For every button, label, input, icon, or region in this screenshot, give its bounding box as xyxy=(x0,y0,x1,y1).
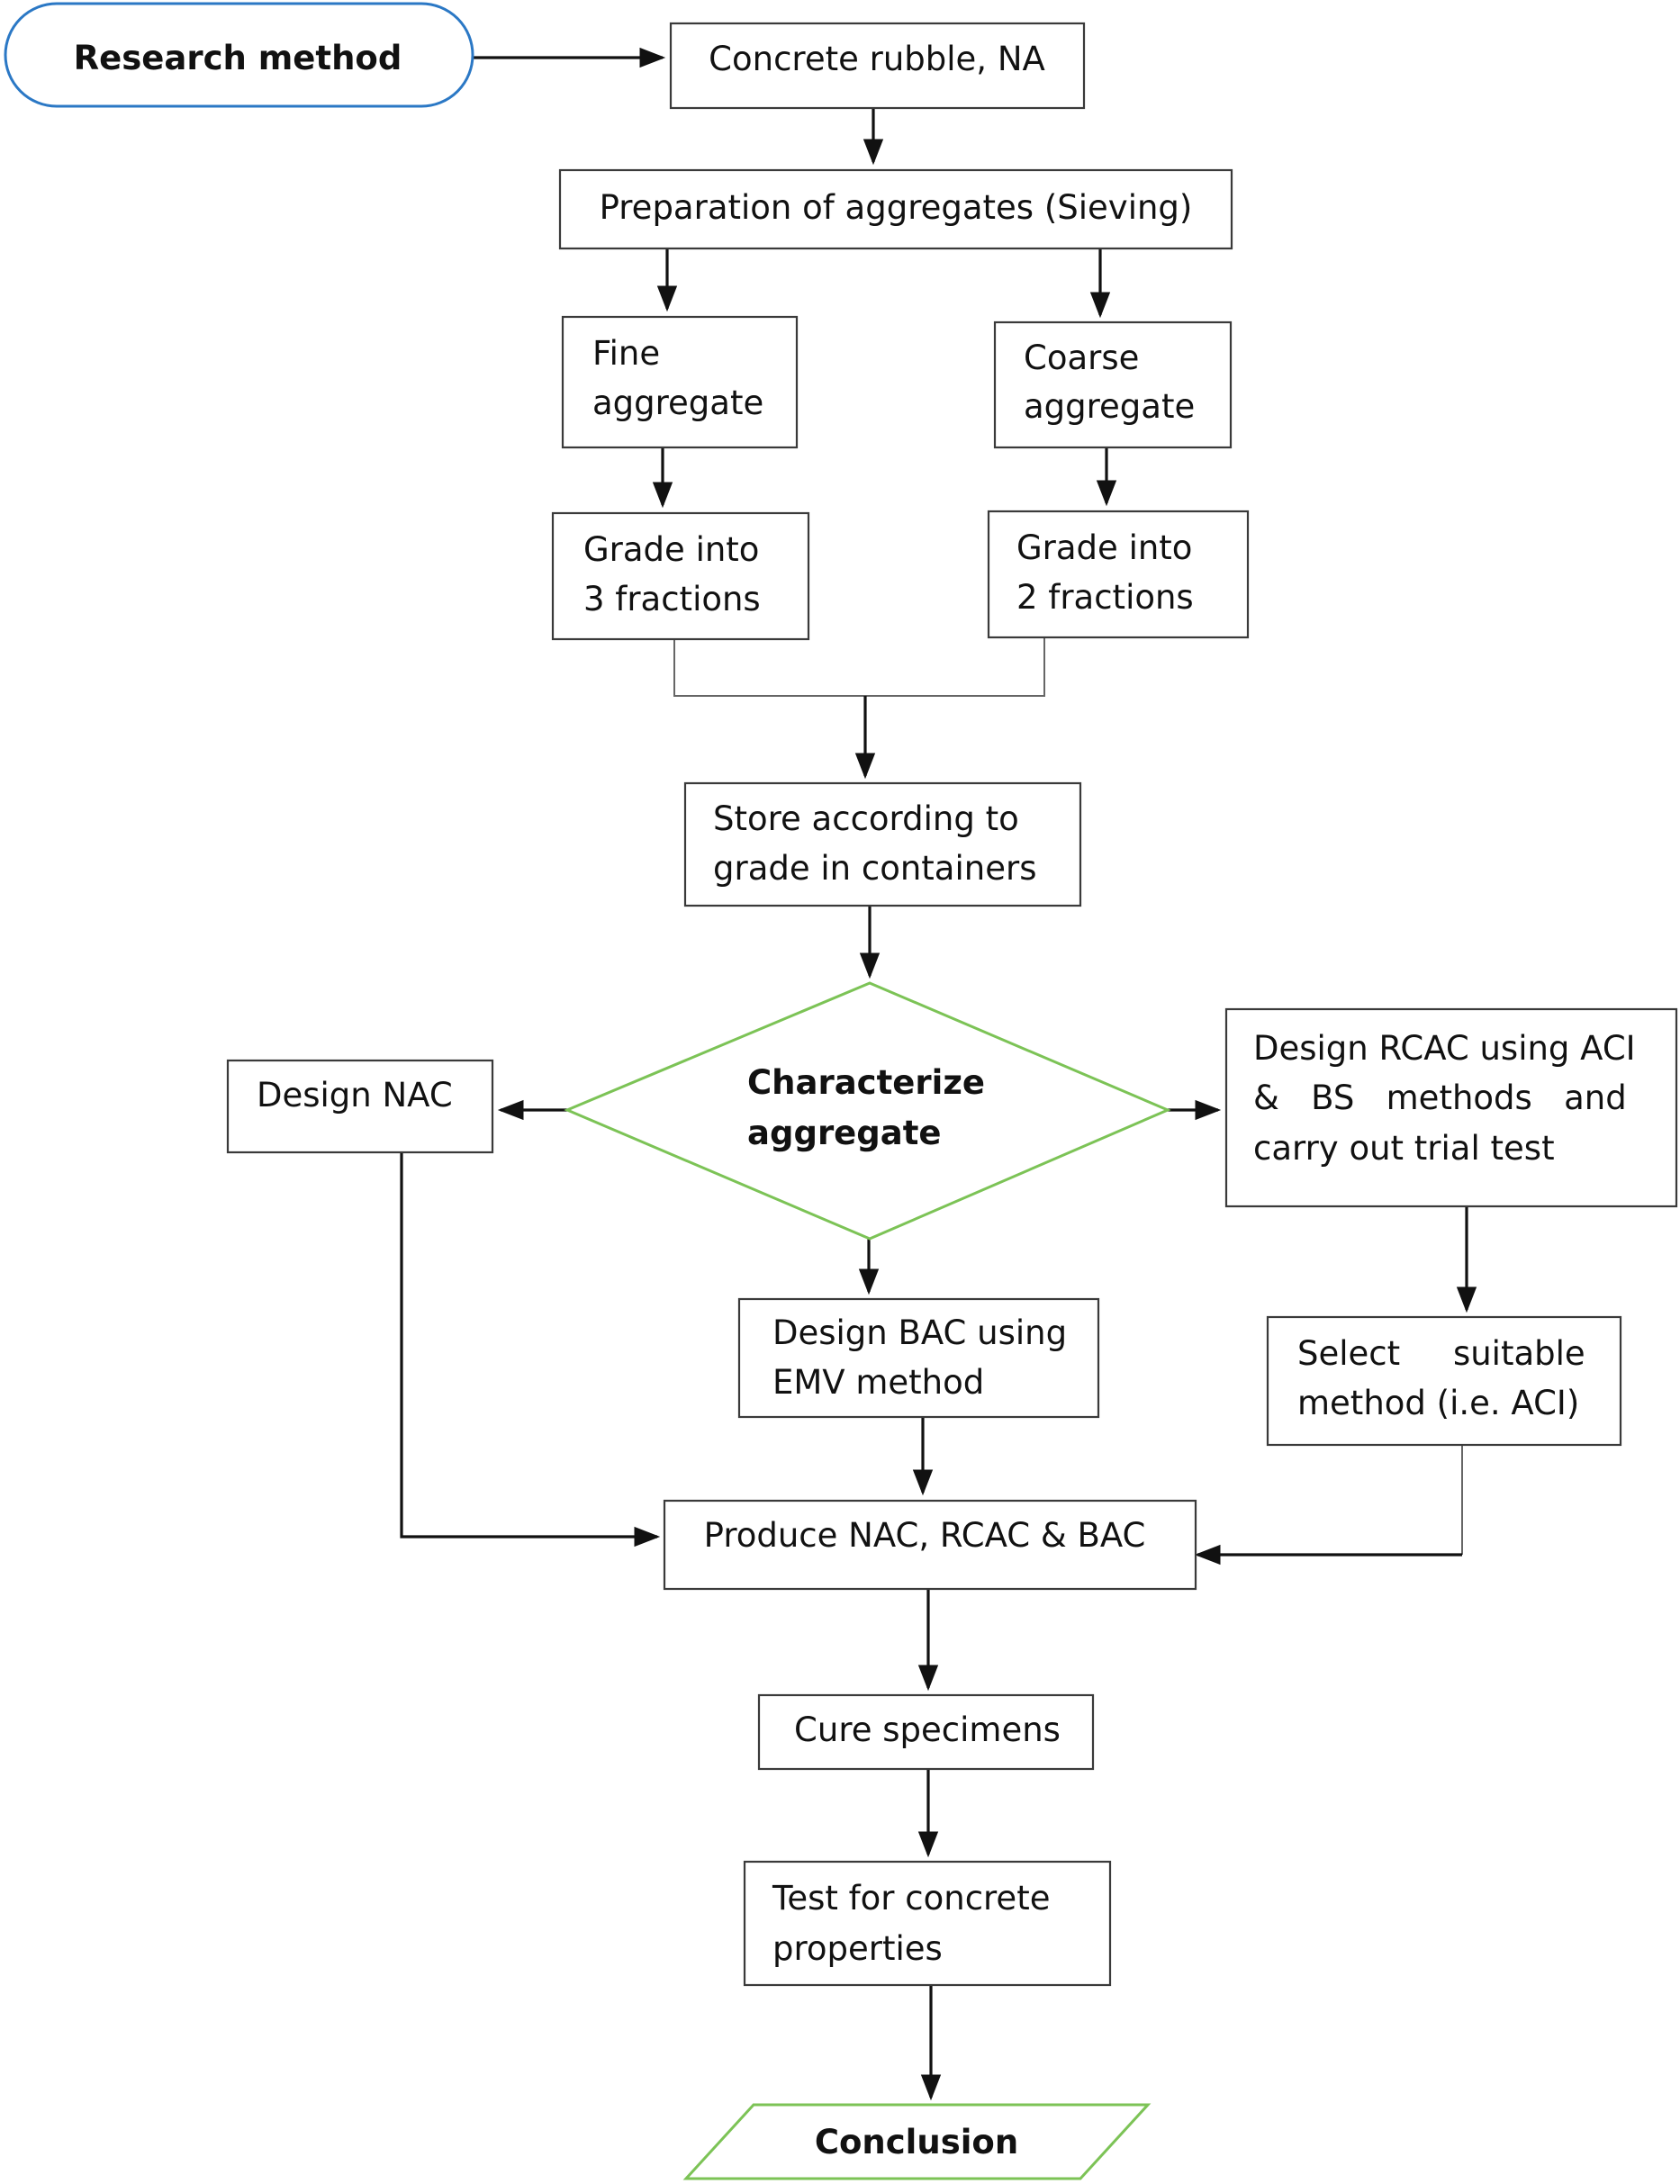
test-line-1: Test for concrete xyxy=(772,1879,1050,1918)
select-method-line-1: Select suitable xyxy=(1297,1334,1585,1373)
produce-label: Produce NAC, RCAC & BAC xyxy=(704,1516,1146,1555)
node-test: Test for concrete properties xyxy=(743,1860,1112,1987)
conclusion-label: Conclusion xyxy=(815,2123,1018,2161)
node-preparation: Preparation of aggregates (Sieving) xyxy=(558,168,1233,250)
node-characterize-aggregate: Characterize aggregate xyxy=(564,981,1171,1241)
node-research-method: Research method xyxy=(4,2,474,108)
concrete-rubble-label: Concrete rubble, NA xyxy=(709,40,1045,78)
store-line-1: Store according to xyxy=(713,799,1019,838)
design-bac-line-1: Design BAC using xyxy=(772,1313,1067,1352)
characterize-line-1: Characterize xyxy=(747,1063,985,1102)
grade-coarse-line-1: Grade into xyxy=(1016,528,1192,567)
node-design-nac: Design NAC xyxy=(226,1059,494,1154)
node-fine-aggregate: Fine aggregate xyxy=(561,315,799,449)
grade-coarse-line-2: 2 fractions xyxy=(1016,578,1194,617)
store-line-2: grade in containers xyxy=(713,849,1036,888)
fine-aggregate-line-2: aggregate xyxy=(592,384,763,422)
decision-diamond-shape xyxy=(564,981,1171,1241)
start-label: Research method xyxy=(74,39,402,77)
design-rcac-line-1: Design RCAC using ACI xyxy=(1253,1029,1636,1068)
select-method-line-2: method (i.e. ACI) xyxy=(1297,1384,1579,1422)
node-design-bac: Design BAC using EMV method xyxy=(737,1297,1100,1419)
node-coarse-aggregate: Coarse aggregate xyxy=(993,320,1233,449)
coarse-aggregate-line-1: Coarse xyxy=(1024,338,1139,377)
node-select-method: Select suitable method (i.e. ACI) xyxy=(1266,1315,1622,1447)
edge-grades-merge xyxy=(673,637,1045,697)
design-rcac-line-2: & BS methods and xyxy=(1253,1078,1627,1117)
grade-fine-line-1: Grade into xyxy=(583,530,759,569)
cure-label: Cure specimens xyxy=(794,1710,1061,1749)
grade-fine-line-2: 3 fractions xyxy=(583,580,761,618)
design-bac-line-2: EMV method xyxy=(772,1363,984,1402)
end-parallelogram-shape xyxy=(682,2103,1152,2180)
node-cure: Cure specimens xyxy=(757,1693,1095,1771)
coarse-aggregate-line-2: aggregate xyxy=(1024,387,1195,426)
test-line-2: properties xyxy=(772,1929,943,1968)
design-rcac-line-3: carry out trial test xyxy=(1253,1129,1555,1168)
design-nac-label: Design NAC xyxy=(257,1076,453,1115)
start-terminator-shape xyxy=(4,2,474,108)
node-grade-fine: Grade into 3 fractions xyxy=(551,511,810,641)
edge-design-nac-to-produce xyxy=(400,1152,661,1548)
node-store: Store according to grade in containers xyxy=(683,781,1082,907)
node-concrete-rubble: Concrete rubble, NA xyxy=(669,22,1086,110)
preparation-label: Preparation of aggregates (Sieving) xyxy=(600,188,1193,227)
node-produce: Produce NAC, RCAC & BAC xyxy=(663,1499,1197,1591)
node-conclusion: Conclusion xyxy=(682,2103,1152,2180)
node-grade-coarse: Grade into 2 fractions xyxy=(987,510,1250,639)
characterize-line-2: aggregate xyxy=(747,1114,942,1152)
node-design-rcac: Design RCAC using ACI & BS methods and c… xyxy=(1224,1007,1678,1208)
fine-aggregate-line-1: Fine xyxy=(592,334,660,373)
